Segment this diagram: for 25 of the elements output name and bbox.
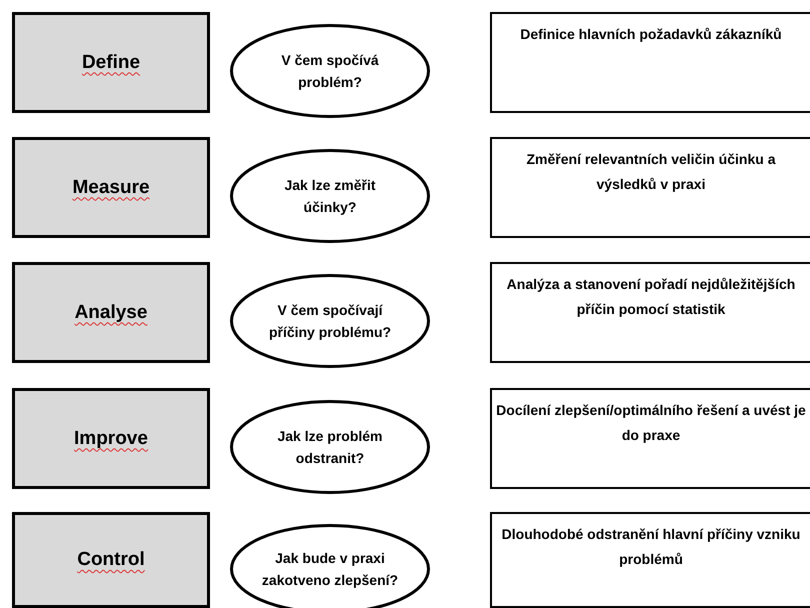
description-box — [490, 512, 810, 608]
description-box — [490, 262, 810, 363]
phase-name: Analyse — [74, 302, 148, 324]
question-text: Jak bude v praxi zakotveno zlepšení? — [260, 548, 400, 590]
phase-name: Measure — [72, 176, 150, 198]
description-box — [490, 137, 810, 238]
description-text: Definice hlavních požadavků zákazníků — [520, 25, 782, 44]
description-box — [490, 388, 810, 489]
phase-name: Improve — [74, 428, 148, 450]
phase-box — [12, 512, 210, 608]
question-text: V čem spočívá problém? — [280, 50, 380, 92]
description-text: Analýza a stanovení pořadí nejdůležitějších příčin pomocí statistik — [506, 275, 796, 319]
phase-name: Define — [82, 52, 140, 74]
phase-name: Control — [77, 549, 145, 571]
description-box — [490, 12, 810, 113]
description-text: Docílení zlepšení/optimálního řešení a uvést je do praxe — [496, 401, 806, 445]
description-text: Dlouhodobé odstranění hlavní příčiny vzniku problémů — [500, 525, 802, 569]
question-text: V čem spočívají příčiny problému? — [268, 300, 392, 342]
description-text: Změření relevantních veličin účinku a výsledků v praxi — [526, 150, 777, 194]
phase-box — [12, 137, 210, 238]
phase-box — [12, 262, 210, 363]
phase-box — [12, 388, 210, 489]
question-text: Jak lze problém odstranit? — [276, 426, 384, 468]
question-text: Jak lze změřit účinky? — [283, 176, 377, 217]
phase-box — [12, 12, 210, 113]
